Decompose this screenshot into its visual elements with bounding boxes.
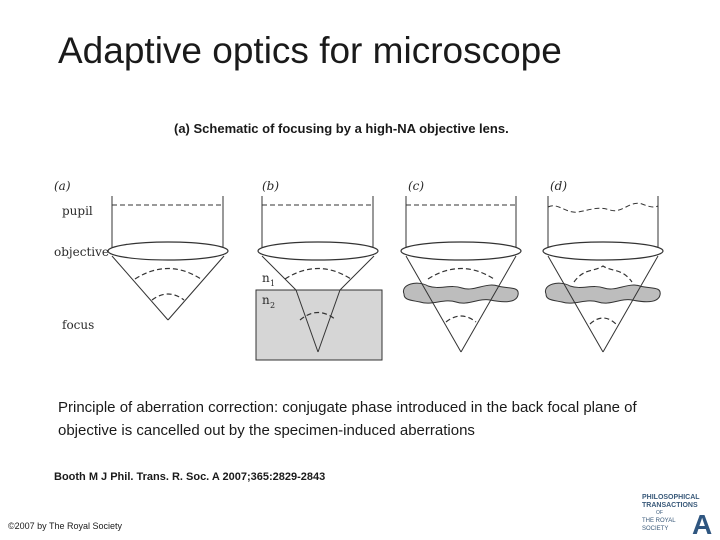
logo-line-2: TRANSACTIONS (642, 502, 698, 509)
panel-b: (b) n 1 n 2 (255, 179, 383, 361)
n2-label: n (262, 293, 270, 307)
panel-a: (a) (54, 179, 229, 321)
logo-line-1: PHILOSOPHICAL (642, 494, 700, 501)
focus-label: focus (62, 318, 94, 332)
specimen-blob-d (544, 282, 661, 304)
specimen-blob-c (402, 282, 519, 304)
pupil-label: pupil (62, 204, 93, 218)
objective-label: objective (54, 245, 109, 259)
royal-society-logo: PHILOSOPHICAL TRANSACTIONS OF THE ROYAL … (642, 494, 712, 536)
focusing-diagram: pupil objective focus (a) (b) n 1 n 2 (c… (54, 179, 664, 361)
logo-line-4: THE ROYAL (642, 518, 676, 524)
panel-d: (d) (542, 179, 664, 353)
figure-subtitle: (a) Schematic of focusing by a high-NA o… (174, 121, 509, 136)
logo-line-3: OF (656, 510, 663, 516)
logo-mark: A (692, 509, 712, 536)
figure-caption: Principle of aberration correction: conj… (58, 399, 637, 439)
copyright-notice: ©2007 by The Royal Society (8, 521, 123, 531)
slide-title: Adaptive optics for microscope (58, 30, 562, 71)
panel-d-label: (d) (550, 179, 567, 193)
corrected-wavefront (547, 202, 659, 213)
panel-c-label: (c) (408, 179, 424, 193)
n1-label: n (262, 271, 270, 285)
panel-c: (c) (400, 179, 522, 353)
n1-subscript: 1 (270, 279, 275, 288)
logo-line-5: SOCIETY (642, 526, 668, 532)
citation: Booth M J Phil. Trans. R. Soc. A 2007;36… (54, 471, 326, 483)
n2-subscript: 2 (270, 301, 275, 310)
panel-a-label: (a) (54, 179, 71, 193)
panel-b-label: (b) (262, 179, 279, 193)
